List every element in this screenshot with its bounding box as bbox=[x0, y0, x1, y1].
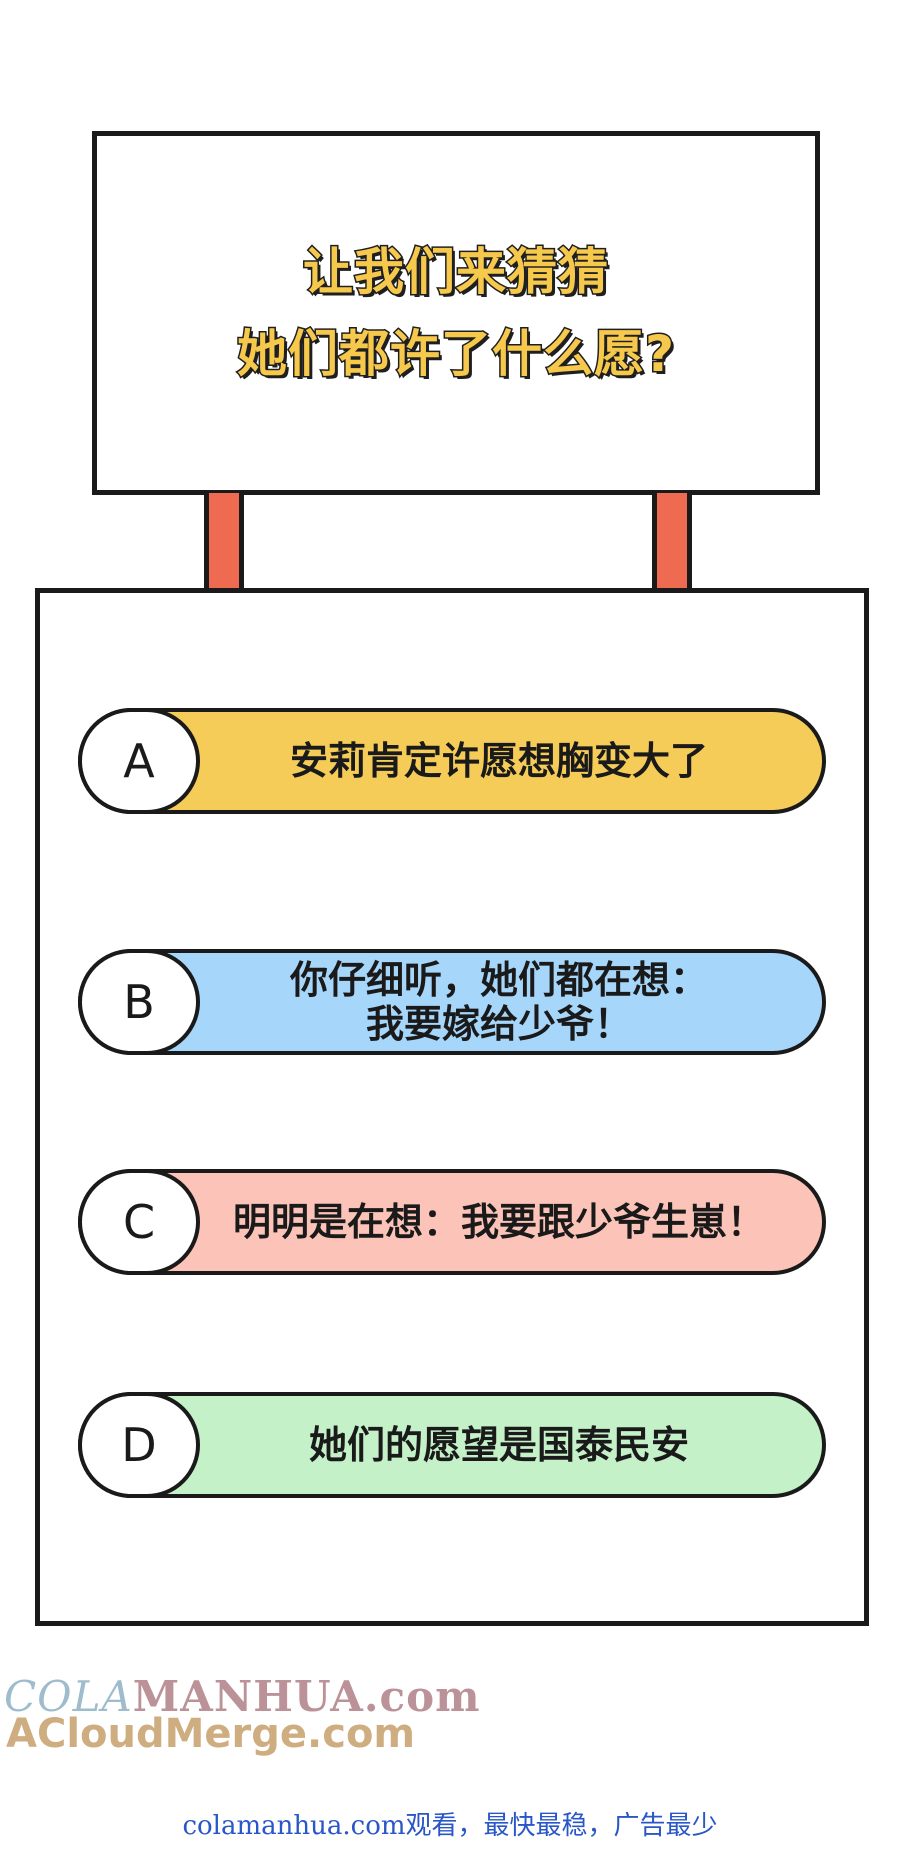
option-letter: B bbox=[123, 975, 155, 1029]
option-text-line: 我要嫁给少爷！ bbox=[365, 1002, 632, 1046]
option-text-line: 她们的愿望是国泰民安 bbox=[308, 1423, 689, 1467]
option-text-line: 你仔细听，她们都在想： bbox=[289, 958, 708, 1002]
option-text: 她们的愿望是国泰民安 bbox=[200, 1396, 798, 1494]
watermark-acloudmerge: ACloudMerge.com bbox=[6, 1711, 416, 1757]
sign-post-left bbox=[204, 493, 244, 589]
option-text: 安莉肯定许愿想胸变大了 bbox=[200, 712, 798, 810]
title-line-1: 让我们来猜猜 bbox=[302, 242, 610, 303]
title-line-2: 她们都许了什么愿? bbox=[235, 324, 675, 385]
option-letter-badge: A bbox=[78, 708, 200, 814]
option-d-button[interactable]: D 她们的愿望是国泰民安 bbox=[78, 1392, 826, 1498]
watermark-colamanhua: COLAMANHUA.com bbox=[4, 1672, 481, 1721]
footer-link[interactable]: colamanhua.com观看，最快最稳，广告最少 bbox=[182, 1811, 718, 1841]
watermark-prefix: COLA bbox=[4, 1672, 133, 1721]
option-letter-badge: D bbox=[78, 1392, 200, 1498]
option-a-button[interactable]: A 安莉肯定许愿想胸变大了 bbox=[78, 708, 826, 814]
option-letter-badge: B bbox=[78, 949, 200, 1055]
title-board: 让我们来猜猜 她们都许了什么愿? bbox=[92, 131, 820, 495]
option-text-line: 安莉肯定许愿想胸变大了 bbox=[289, 739, 708, 783]
watermark-rest: MANHUA.com bbox=[132, 1672, 481, 1721]
option-text: 你仔细听，她们都在想： 我要嫁给少爷！ bbox=[200, 953, 798, 1051]
option-text-line: 明明是在想：我要跟少爷生崽！ bbox=[232, 1200, 765, 1244]
option-text: 明明是在想：我要跟少爷生崽！ bbox=[200, 1173, 798, 1271]
sign-post-right bbox=[652, 493, 692, 589]
option-letter: C bbox=[122, 1195, 156, 1249]
option-b-button[interactable]: B 你仔细听，她们都在想： 我要嫁给少爷！ bbox=[78, 949, 826, 1055]
option-letter: A bbox=[123, 734, 155, 788]
option-letter-badge: C bbox=[78, 1169, 200, 1275]
option-letter: D bbox=[121, 1418, 157, 1472]
option-c-button[interactable]: C 明明是在想：我要跟少爷生崽！ bbox=[78, 1169, 826, 1275]
